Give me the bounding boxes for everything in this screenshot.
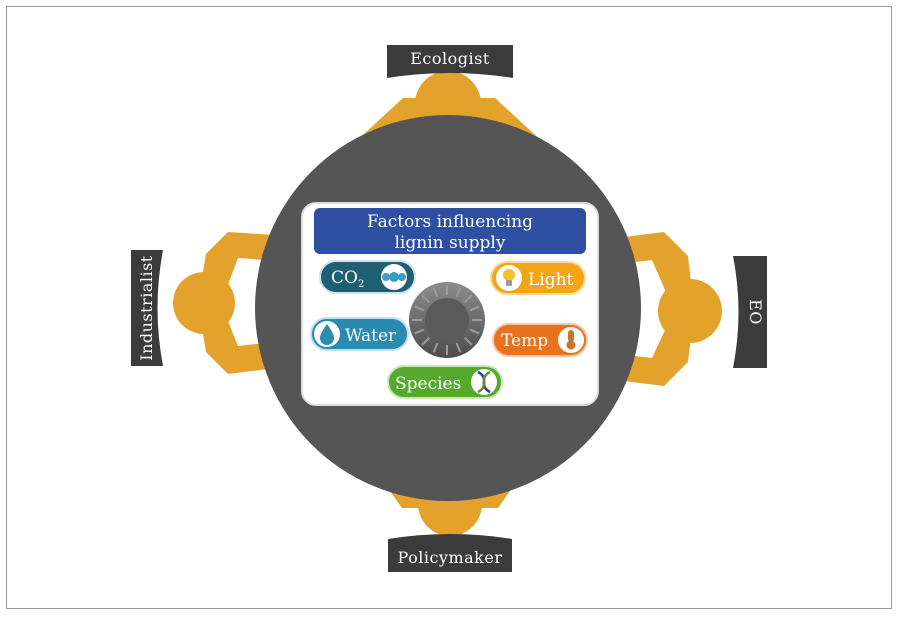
dial-tick (463, 294, 473, 304)
plaque-ecologist: Ecologist (387, 45, 513, 78)
factor-temp: Temp (492, 323, 588, 357)
dial-tick (414, 305, 425, 312)
dial-tick (455, 342, 462, 353)
factor-light: Light (490, 261, 586, 295)
title-bar (314, 208, 586, 254)
center-dial (409, 282, 485, 358)
title-line-2: lignin supply (395, 233, 506, 253)
label-policymaker: Policymaker (397, 548, 502, 567)
factor-water: Water (310, 317, 409, 351)
factor-species: Species (387, 365, 503, 399)
label-industrialist: Industrialist (137, 255, 156, 361)
lightbulb-icon (496, 265, 522, 291)
species-label: Species (395, 374, 461, 394)
dial-inner (425, 298, 469, 342)
dial-tick (463, 336, 473, 346)
dial-tick (421, 336, 431, 346)
factor-co2: CO2 (319, 260, 416, 294)
dial-tick (432, 287, 439, 298)
plaque-eo: EO (733, 256, 767, 368)
label-eo: EO (746, 299, 765, 325)
dial-tick (469, 305, 480, 312)
thermometer-icon (558, 327, 584, 353)
species-pill (387, 365, 503, 399)
plaque-industrialist: Industrialist (131, 250, 163, 366)
person-eo (600, 232, 722, 386)
label-ecologist: Ecologist (410, 49, 490, 68)
dial-tick (432, 342, 439, 353)
molecule-icon (381, 264, 407, 290)
water-drop-icon (314, 321, 340, 347)
plaque-policymaker: Policymaker (388, 534, 512, 572)
dna-icon (471, 369, 497, 395)
dial-tick (421, 294, 431, 304)
water-label: Water (345, 326, 397, 346)
light-label: Light (528, 270, 574, 290)
temp-label: Temp (501, 331, 548, 351)
dial-tick (414, 328, 425, 335)
dial-tick (469, 328, 480, 335)
dial-tick (455, 287, 462, 298)
head-icon (658, 279, 722, 343)
co2-label: CO2 (331, 268, 364, 290)
title-line-1: Factors influencing (367, 212, 533, 232)
